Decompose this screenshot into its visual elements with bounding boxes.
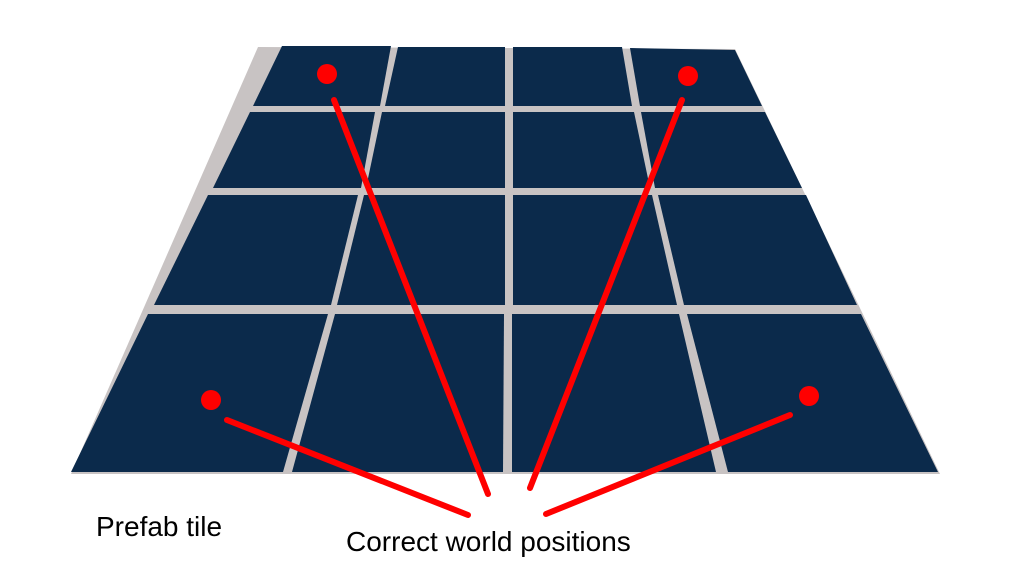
pointer-line-top-right	[527, 97, 685, 491]
tile-r2-c2	[366, 112, 505, 188]
tile-r4-c1	[71, 314, 328, 472]
tile-r3-c2	[337, 195, 505, 305]
pointer-line-bottom-left	[224, 417, 471, 518]
marker-bottom-right	[799, 386, 819, 406]
tile-r3-c3	[513, 195, 677, 305]
pointer-line-bottom-right	[543, 412, 793, 517]
marker-top-left	[317, 64, 337, 84]
tile-r2-c4	[641, 112, 802, 188]
marker-top-right	[678, 66, 698, 86]
marker-bottom-left	[201, 390, 221, 410]
tile-r4-c2	[292, 314, 504, 472]
correct-world-positions-label: Correct world positions	[346, 526, 631, 557]
tile-r3-c1	[154, 195, 358, 305]
pointer-line-top-left	[331, 97, 491, 497]
tile-r2-c1	[213, 112, 375, 188]
tile-r4-c3	[512, 314, 716, 472]
tile-r3-c4	[658, 195, 857, 305]
tile-r1-c2	[385, 47, 505, 106]
prefab-tile-label: Prefab tile	[96, 511, 223, 542]
tile-r2-c3	[513, 112, 650, 188]
tile-r1-c3	[513, 47, 632, 106]
